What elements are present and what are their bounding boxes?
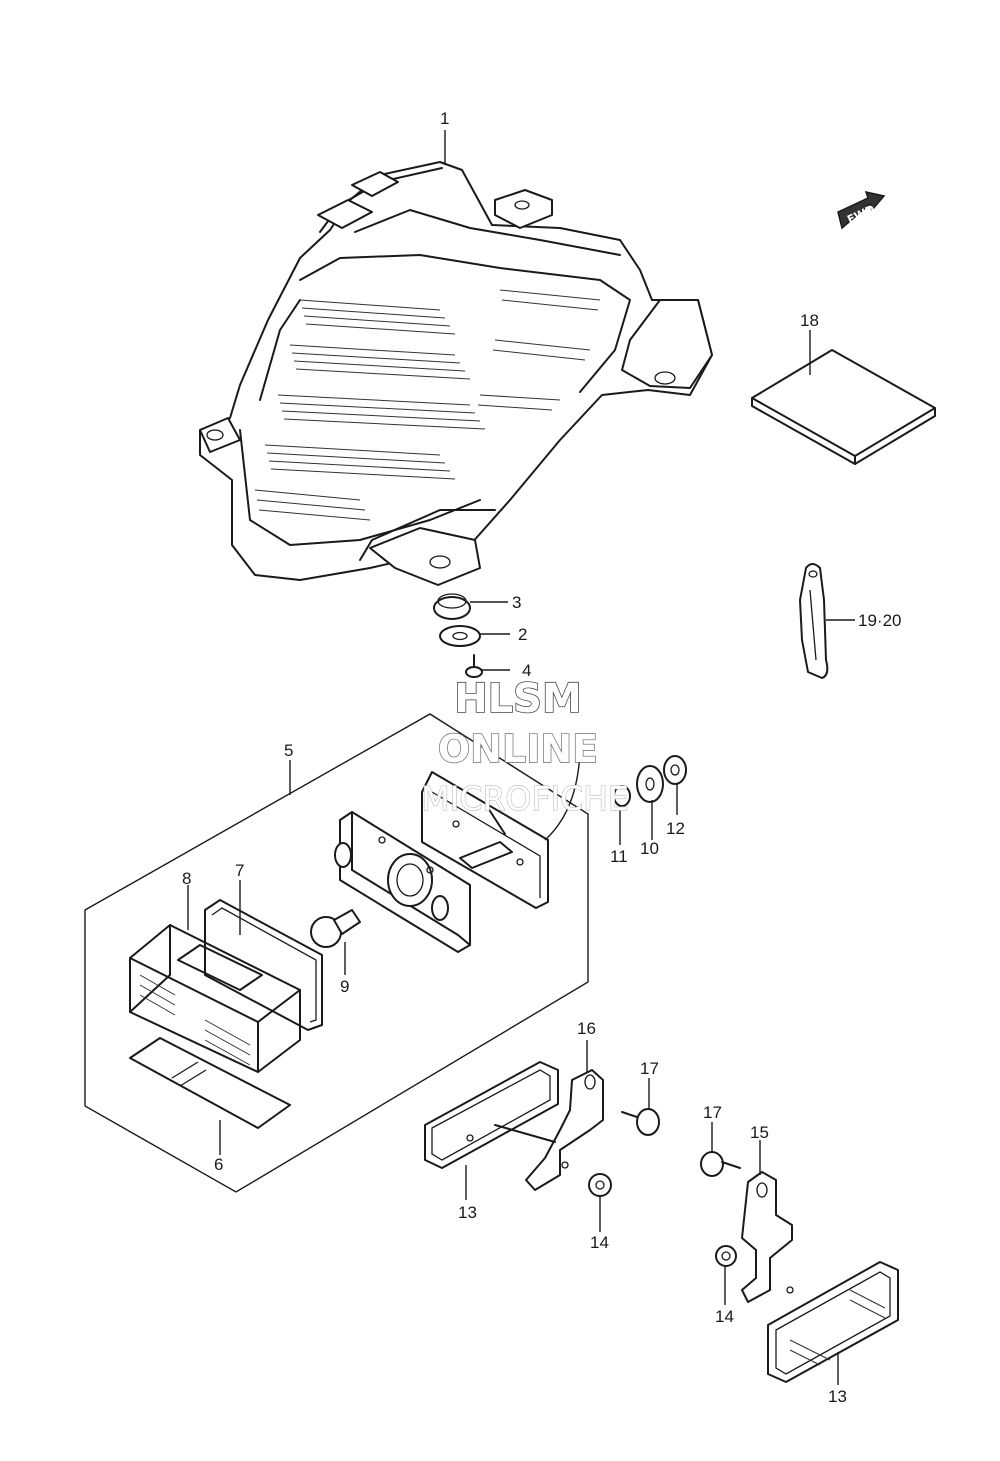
callout-14-upper: 14 (590, 1233, 609, 1252)
fwd-arrow-icon: FWD (837, 190, 886, 230)
grommet (433, 593, 471, 620)
callout-11: 11 (610, 847, 628, 866)
callout-12: 12 (666, 819, 685, 838)
watermark-line3: MICROFICHE (421, 779, 629, 818)
callout-17-lower: 17 (703, 1103, 722, 1122)
bracket-15 (741, 1171, 793, 1303)
clamp-strap (799, 563, 829, 679)
callout-4: 4 (522, 661, 531, 680)
reflector-right (767, 1261, 899, 1383)
rear-plate (421, 749, 581, 909)
plate (129, 1037, 291, 1129)
screw (465, 654, 483, 678)
bolt-17-upper (621, 1108, 660, 1136)
watermark: HLSM ONLINE MICROFICHE (421, 675, 630, 818)
bolt-17-lower (700, 1151, 741, 1177)
callout-10: 10 (640, 839, 659, 858)
washer-10 (636, 765, 664, 803)
callout-2: 2 (518, 625, 527, 644)
bracket-16 (494, 1069, 604, 1191)
callout-15: 15 (750, 1123, 769, 1142)
nut-14-lower (715, 1245, 737, 1267)
washer (439, 625, 481, 647)
callout-19-20: 19·20 (858, 611, 901, 630)
callout-13-right: 13 (828, 1387, 847, 1406)
callout-14-lower: 14 (715, 1307, 734, 1326)
watermark-line1: HLSM (454, 676, 582, 722)
leader-lines (187, 130, 855, 1385)
reflector-left (424, 1061, 559, 1169)
bulb (310, 909, 361, 948)
callout-9: 9 (340, 977, 349, 996)
callout-5: 5 (284, 741, 293, 760)
bulb-socket (334, 811, 471, 953)
callout-7: 7 (235, 861, 244, 880)
spacer (613, 785, 631, 807)
callout-8: 8 (182, 869, 191, 888)
watermark-line2: ONLINE (438, 727, 598, 771)
callout-1: 1 (440, 109, 449, 128)
lens-housing (129, 924, 301, 1073)
callout-3: 3 (512, 593, 521, 612)
pad (751, 349, 936, 465)
callout-17-upper: 17 (640, 1059, 659, 1078)
callout-labels: 1 3 2 4 5 6 7 8 9 10 11 12 13 13 14 14 1… (182, 109, 901, 1406)
callout-16: 16 (577, 1019, 596, 1038)
tail-light-cover (199, 161, 713, 586)
callout-13-left: 13 (458, 1203, 477, 1222)
nut-14-upper (588, 1173, 612, 1197)
nut-12 (663, 755, 687, 785)
assembly-frame (84, 713, 589, 1193)
gasket (204, 899, 323, 1031)
callout-18: 18 (800, 311, 819, 330)
callout-6: 6 (214, 1155, 223, 1174)
